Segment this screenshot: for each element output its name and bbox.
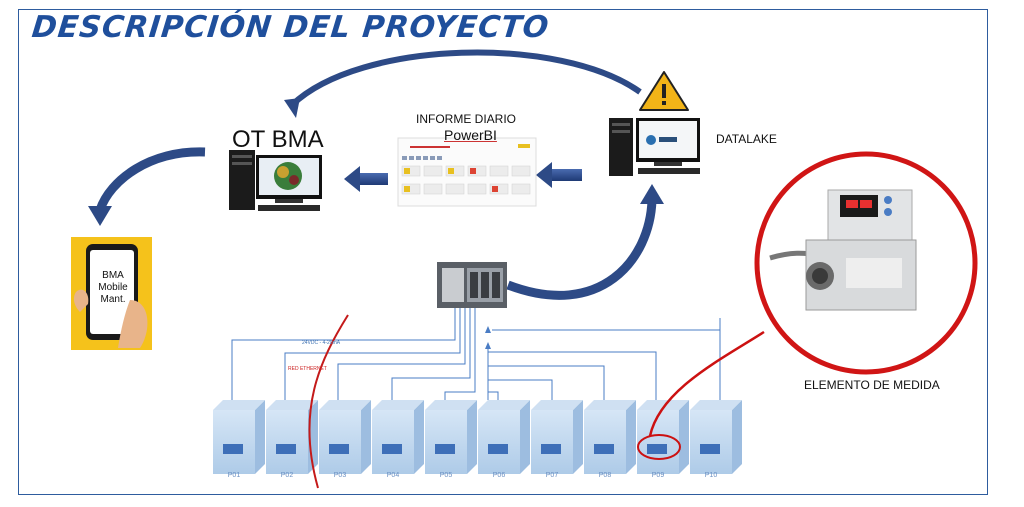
highlight-ellipse-p09 bbox=[637, 434, 681, 460]
arrow-powerbi-to-otbma bbox=[344, 166, 388, 192]
device-box-p02 bbox=[266, 400, 318, 474]
highlight-connector bbox=[648, 330, 765, 437]
arrow-datalake-to-powerbi bbox=[536, 162, 582, 188]
device-label-p01: P01 bbox=[227, 472, 241, 479]
warning-icon bbox=[639, 71, 689, 111]
arc-arrow-otbma-to-phone bbox=[88, 147, 206, 226]
device-label-p06: P06 bbox=[492, 472, 506, 479]
device-box-p07 bbox=[531, 400, 583, 474]
device-label-p08: P08 bbox=[598, 472, 612, 479]
device-label-p05: P05 bbox=[439, 472, 453, 479]
device-box-p08 bbox=[584, 400, 636, 474]
device-label-p02: P02 bbox=[280, 472, 294, 479]
datalake-computer-icon bbox=[609, 118, 700, 176]
device-label-p09: P09 bbox=[651, 472, 665, 479]
informe-diario-label: INFORME DIARIO bbox=[416, 112, 517, 126]
device-label-p10: P10 bbox=[704, 472, 718, 479]
powerbi-label: PowerBI bbox=[444, 127, 497, 143]
powerbi-dashboard-thumbnail bbox=[397, 137, 537, 207]
measurement-element-zoom bbox=[754, 151, 978, 375]
red-ethernet-label: RED ETHERNET bbox=[288, 366, 327, 372]
device-box-p03 bbox=[319, 400, 371, 474]
device-box-p06 bbox=[478, 400, 530, 474]
mobile-app-image bbox=[71, 237, 152, 350]
otbma-computer-icon bbox=[229, 150, 322, 211]
arc-arrow-datalake-to-otbma bbox=[284, 49, 642, 118]
diagram-frame bbox=[18, 9, 988, 495]
arc-arrow-plc-to-datalake bbox=[506, 184, 664, 300]
device-row bbox=[213, 400, 742, 474]
red-ethernet-line bbox=[308, 314, 349, 489]
device-label-p03: P03 bbox=[333, 472, 347, 479]
device-box-p09 bbox=[637, 400, 689, 474]
datalake-label: DATALAKE bbox=[716, 132, 777, 146]
device-box-p04 bbox=[372, 400, 424, 474]
elemento-medida-label: ELEMENTO DE MEDIDA bbox=[804, 378, 940, 392]
device-label-p07: P07 bbox=[545, 472, 559, 479]
phone-app-label: BMA Mobile Mant. bbox=[98, 270, 128, 305]
device-label-p04: P04 bbox=[386, 472, 400, 479]
voltage-label: 24VDC - 4-20mA bbox=[302, 340, 341, 346]
device-box-p10 bbox=[690, 400, 742, 474]
device-box-p05 bbox=[425, 400, 477, 474]
plc-cabinet-image bbox=[437, 262, 507, 308]
wiring-arrowheads bbox=[485, 326, 491, 349]
device-box-p01 bbox=[213, 400, 265, 474]
otbma-label: OT BMA bbox=[232, 126, 324, 153]
